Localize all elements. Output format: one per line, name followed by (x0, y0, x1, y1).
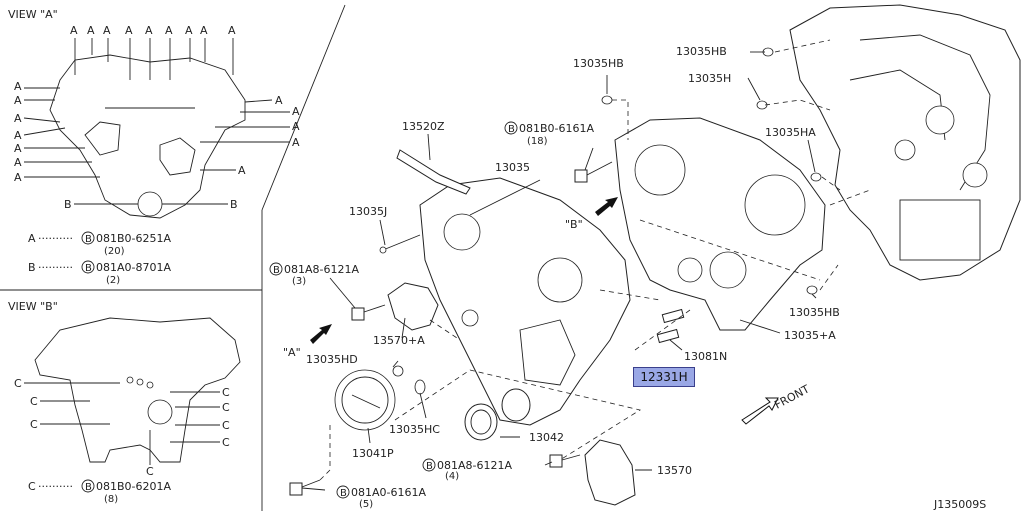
svg-text:C: C (28, 480, 36, 493)
label-13042: 13042 (529, 431, 564, 444)
part-13520z-drawing (396, 149, 471, 195)
view-a-legend: A ·········· B 081B0-6251A (20) B ······… (28, 231, 172, 286)
label-13041p: 13041P (352, 447, 394, 460)
rear-timing-cover (614, 117, 826, 331)
label-view-b-marker: "B" (565, 218, 583, 231)
svg-text:A: A (292, 105, 300, 118)
diagram-code: J135009S (933, 498, 986, 511)
svg-text:081B0-6251A: 081B0-6251A (96, 232, 172, 245)
svg-text:C: C (146, 465, 154, 478)
label-13081n: 13081N (684, 350, 727, 363)
label-13035a: 13035+A (784, 329, 836, 342)
label-13035hd: 13035HD (306, 353, 358, 366)
svg-text:A: A (238, 164, 246, 177)
label-081a0-6161a: 081A0-6161A (351, 486, 426, 499)
svg-text:(8): (8) (104, 494, 118, 505)
svg-text:A: A (14, 171, 22, 184)
svg-text:C: C (222, 401, 230, 414)
label-13035hb-right: 13035HB (676, 45, 727, 58)
svg-text:A: A (14, 156, 22, 169)
svg-text:A: A (185, 24, 193, 37)
svg-text:A: A (70, 24, 78, 37)
svg-text:C: C (222, 436, 230, 449)
label-081a8-6121a-bot: 081A8-6121A (437, 459, 512, 472)
dashed-guides (319, 39, 871, 481)
leader-lines (301, 51, 817, 491)
svg-text:B: B (508, 124, 515, 135)
label-13035ha: 13035HA (765, 126, 816, 139)
svg-text:B: B (426, 461, 433, 472)
label-13570a: 13570+A (373, 334, 425, 347)
label-081b0-6161a: 081B0-6161A (519, 122, 595, 135)
label-13035hc: 13035HC (389, 423, 440, 436)
svg-text:B: B (340, 488, 347, 499)
svg-text:A: A (28, 232, 36, 245)
svg-text:C: C (222, 419, 230, 432)
label-081a8-6121a-top: 081A8-6121A (284, 263, 359, 276)
view-a-markers: A A A A A A A A A A A A A A A A A A A A … (14, 24, 300, 211)
view-b-panel: VIEW "B" C C C C C C C C C ·········· B … (8, 300, 241, 505)
svg-text:(18): (18) (527, 136, 548, 147)
svg-text:A: A (275, 94, 283, 107)
label-13035hb-top: 13035HB (573, 57, 624, 70)
label-13035: 13035 (495, 161, 530, 174)
svg-text:081B0-6201A: 081B0-6201A (96, 480, 172, 493)
svg-text:A: A (145, 24, 153, 37)
view-arrows (310, 197, 779, 425)
label-13035j: 13035J (349, 205, 387, 218)
svg-text:A: A (200, 24, 208, 37)
svg-text:A: A (14, 129, 22, 142)
svg-text:A: A (292, 120, 300, 133)
svg-text:B: B (85, 234, 92, 245)
svg-text:A: A (125, 24, 133, 37)
svg-text:··········: ·········· (38, 232, 73, 245)
svg-text:(2): (2) (106, 275, 120, 286)
label-13570: 13570 (657, 464, 692, 477)
svg-text:A: A (14, 94, 22, 107)
svg-text:B: B (64, 198, 72, 211)
part-12331h-highlight[interactable]: 12331H (633, 367, 695, 387)
bolts (289, 161, 613, 496)
svg-text:B: B (85, 482, 92, 493)
svg-text:A: A (165, 24, 173, 37)
engine-block-drawing (789, 4, 1021, 281)
view-b-legend: C ·········· B 081B0-6201A (8) (28, 479, 172, 505)
svg-text:A: A (292, 136, 300, 149)
svg-text:C: C (222, 386, 230, 399)
panel-dividers (0, 4, 346, 511)
svg-text:A: A (103, 24, 111, 37)
svg-text:(20): (20) (104, 246, 125, 257)
svg-text:A: A (14, 112, 22, 125)
svg-text:C: C (30, 395, 38, 408)
label-13520z: 13520Z (402, 120, 445, 133)
label-13035hb-lower: 13035HB (789, 306, 840, 319)
svg-text:(5): (5) (359, 499, 373, 510)
svg-text:··········: ·········· (38, 261, 73, 274)
svg-text:C: C (30, 418, 38, 431)
view-b-title: VIEW "B" (8, 300, 58, 313)
label-12331h: 12331H (640, 370, 688, 384)
svg-text:(3): (3) (292, 276, 306, 287)
svg-text:A: A (228, 24, 236, 37)
front-timing-cover (419, 177, 631, 426)
label-view-a-marker: "A" (283, 346, 301, 359)
svg-text:A: A (87, 24, 95, 37)
gaskets-and-seals (334, 47, 822, 506)
svg-text:A: A (14, 80, 22, 93)
view-a-panel: VIEW "A" A A A A A A A A A A A A A A (8, 8, 300, 286)
svg-text:··········: ·········· (38, 480, 73, 493)
svg-text:C: C (14, 377, 22, 390)
svg-text:B: B (85, 263, 92, 274)
svg-text:B: B (28, 261, 36, 274)
svg-text:081A0-8701A: 081A0-8701A (96, 261, 171, 274)
view-a-title: VIEW "A" (8, 8, 58, 21)
label-front: FRONT (772, 382, 812, 411)
svg-text:B: B (230, 198, 238, 211)
svg-text:B: B (273, 265, 280, 276)
part-labels: 13520Z B 081B0-6161A (18) 13035 13035HB … (269, 45, 986, 511)
svg-text:(4): (4) (445, 471, 459, 482)
label-13035h: 13035H (688, 72, 731, 85)
svg-text:A: A (14, 142, 22, 155)
